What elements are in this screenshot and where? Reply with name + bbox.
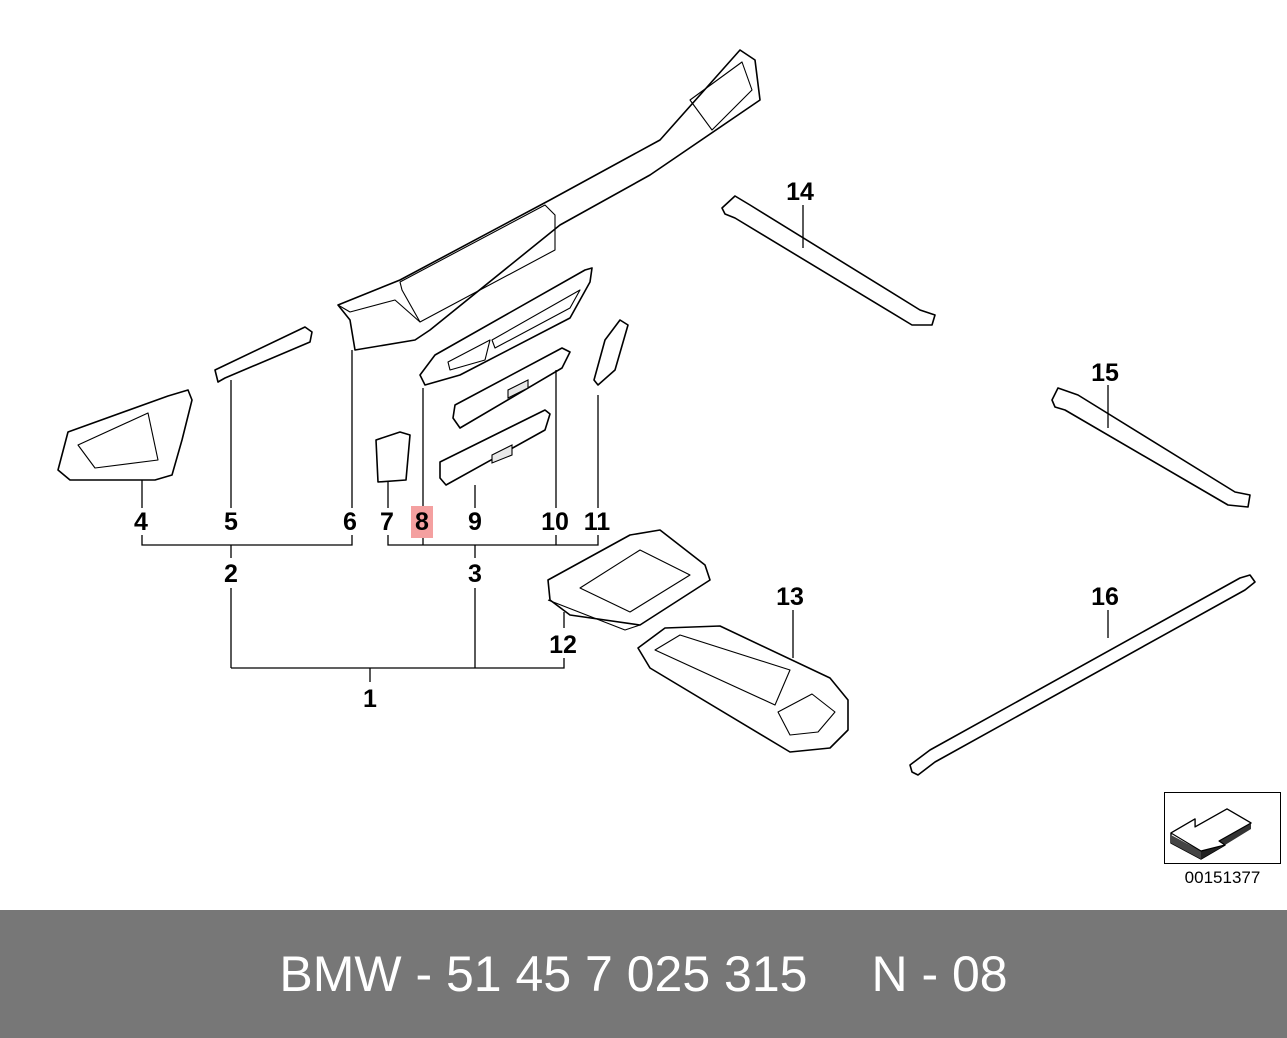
callout-9: 9 xyxy=(468,508,482,536)
orientation-arrow-box xyxy=(1164,792,1281,864)
part-13-frame xyxy=(637,625,849,753)
callout-4: 4 xyxy=(134,508,148,536)
callout-5: 5 xyxy=(224,508,238,536)
part-12-console xyxy=(547,529,711,631)
callout-1: 1 xyxy=(363,685,377,713)
callout-13: 13 xyxy=(776,583,804,611)
part-8-center-trim xyxy=(419,267,593,386)
callout-10: 10 xyxy=(541,508,569,536)
callout-14: 14 xyxy=(786,178,814,206)
part-10-trim-panel xyxy=(452,347,571,429)
parts-diagram: 1 2 3 4 5 6 7 8 9 10 11 12 13 14 15 16 xyxy=(57,49,1256,776)
part-5-trim-strip xyxy=(214,326,313,383)
part-number: BMW - 51 45 7 025 315 xyxy=(279,946,808,1002)
part-7-cover xyxy=(375,431,411,483)
part-15-trim-strip xyxy=(1051,387,1251,508)
variant-code: N - 08 xyxy=(871,946,1008,1002)
callout-8: 8 xyxy=(415,508,429,536)
callout-labels: 1 2 3 4 5 6 7 8 9 10 11 12 13 14 15 16 xyxy=(134,178,1119,713)
footer-bar: BMW - 51 45 7 025 315 N - 08 xyxy=(0,910,1287,1038)
part-14-trim-strip xyxy=(721,195,936,326)
leader-lines xyxy=(141,205,1109,682)
callout-16: 16 xyxy=(1091,583,1119,611)
callout-2: 2 xyxy=(224,560,238,588)
reference-code: 00151377 xyxy=(1184,868,1261,887)
callout-15: 15 xyxy=(1091,359,1119,387)
part-11-trim-strip xyxy=(593,319,629,386)
callout-12: 12 xyxy=(549,631,577,659)
callout-6: 6 xyxy=(343,508,357,536)
callout-11: 11 xyxy=(584,508,611,536)
callout-8-highlight xyxy=(411,506,433,538)
direction-arrow-icon xyxy=(1170,808,1252,860)
part-16-trim-strip xyxy=(909,574,1256,776)
part-9-trim-panel xyxy=(439,409,551,486)
callout-3: 3 xyxy=(468,560,482,588)
part-dashboard-trim xyxy=(337,49,761,351)
part-4-side-panel xyxy=(57,389,193,481)
callout-7: 7 xyxy=(380,508,394,536)
